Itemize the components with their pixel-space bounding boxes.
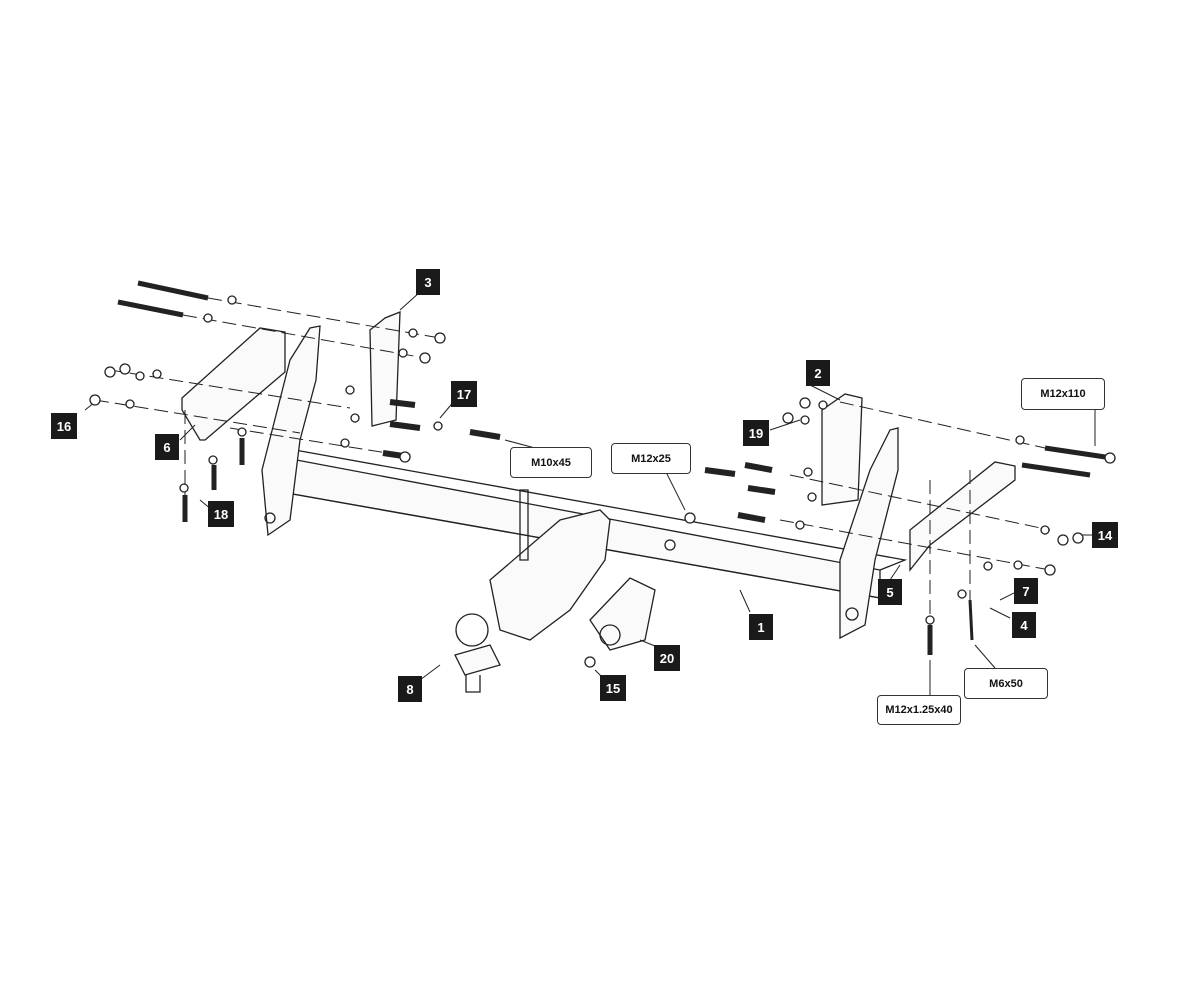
part-label-17: 17: [451, 381, 477, 407]
part-label-20: 20: [654, 645, 680, 671]
spec-callout-m12x25: M12x25: [611, 443, 691, 474]
right-mount-plate: [909, 461, 1016, 572]
plate-2: [821, 393, 863, 506]
right-side-bracket: [839, 427, 899, 640]
socket-plate: [589, 577, 656, 651]
part-label-15: 15: [600, 675, 626, 701]
part-label-5: 5: [878, 579, 902, 605]
part-label-19: 19: [743, 420, 769, 446]
spec-callout-m6x50: M6x50: [964, 668, 1048, 699]
spec-callout-m10x45: M10x45: [510, 447, 592, 478]
plate-3: [369, 311, 401, 427]
spec-callout-m12x1-25x40: M12x1.25x40: [877, 695, 961, 725]
part-label-8: 8: [398, 676, 422, 702]
hitch-receiver: [489, 509, 611, 641]
part-label-6: 6: [155, 434, 179, 460]
part-label-4: 4: [1012, 612, 1036, 638]
part-label-18: 18: [208, 501, 234, 527]
part-label-3: 3: [416, 269, 440, 295]
part-label-7: 7: [1014, 578, 1038, 604]
spec-callout-m12x110: M12x110: [1021, 378, 1105, 410]
part-label-2: 2: [806, 360, 830, 386]
left-side-bracket: [261, 325, 321, 537]
part-label-16: 16: [51, 413, 77, 439]
tow-ball: [455, 613, 489, 647]
part-label-14: 14: [1092, 522, 1118, 548]
part-label-1: 1: [749, 614, 773, 640]
